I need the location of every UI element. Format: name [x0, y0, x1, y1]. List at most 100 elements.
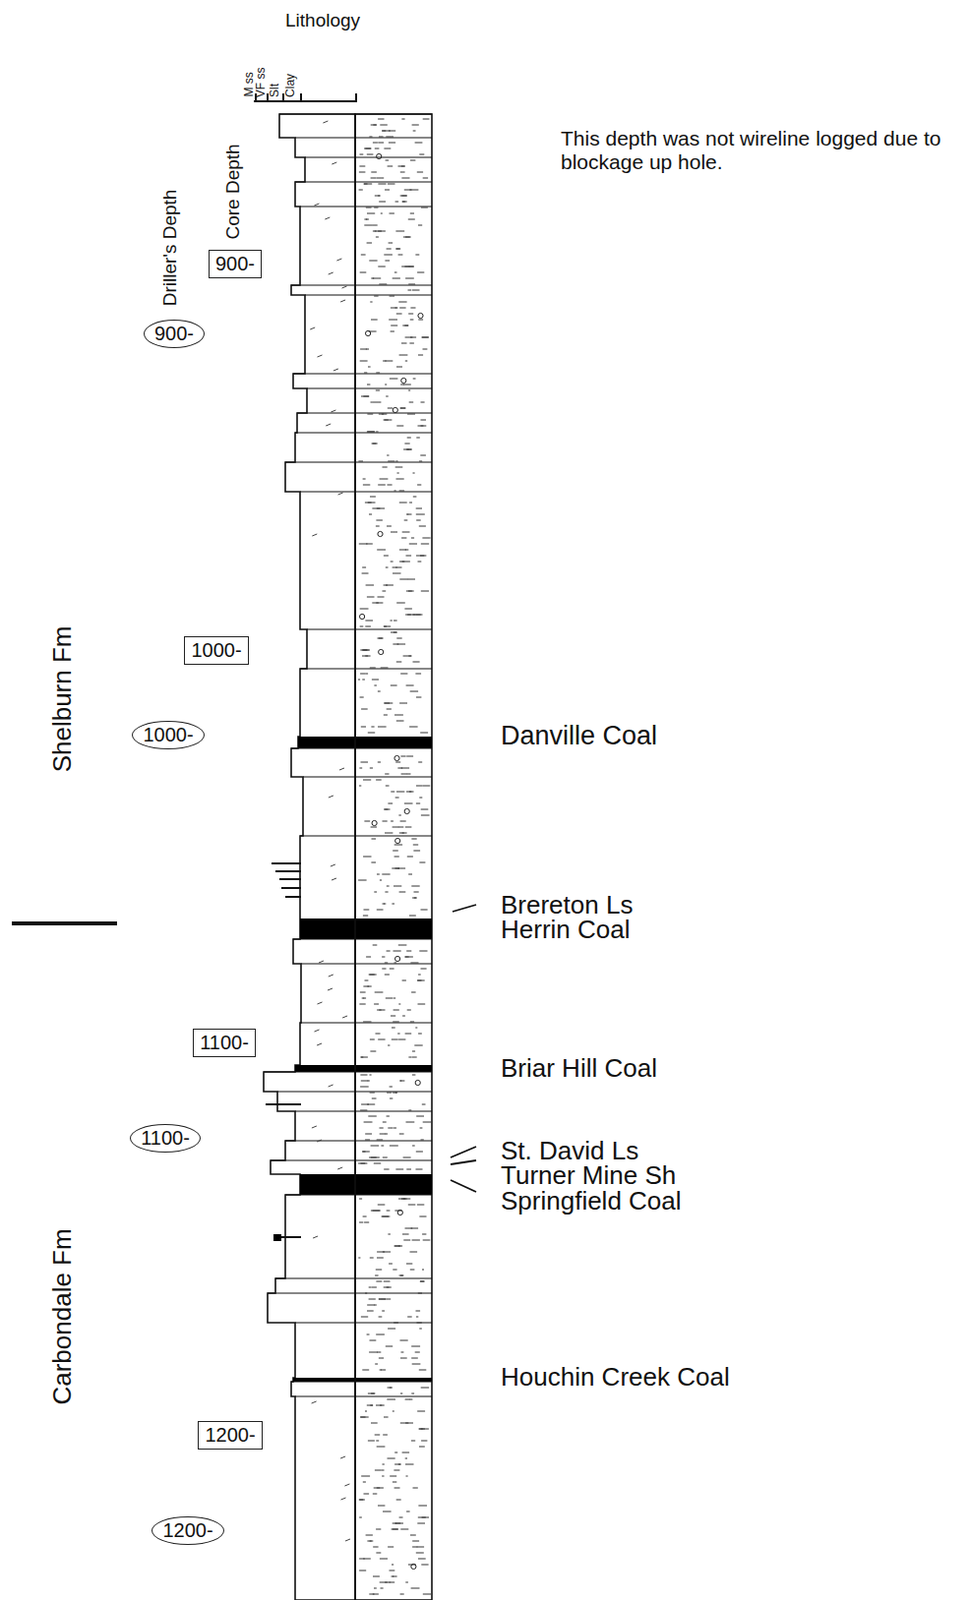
texture-dash: [395, 797, 400, 799]
depth-value: 1000-: [190, 639, 242, 663]
texture-dash: [421, 969, 427, 970]
texture-dash: [419, 1370, 427, 1372]
texture-dash: [422, 1234, 426, 1236]
texture-dash: [404, 608, 413, 610]
texture-dash: [419, 154, 424, 156]
texture-dash: [416, 1553, 424, 1555]
texture-dash: [387, 484, 393, 486]
texture-dash: [417, 1547, 425, 1549]
texture-dash: [360, 349, 367, 351]
texture-dash: [399, 502, 408, 504]
texture-dash: [370, 172, 377, 174]
leader-lines: [450, 905, 477, 1193]
texture-dash: [401, 178, 410, 180]
texture-dash: [361, 254, 366, 256]
texture-dash: [411, 1346, 421, 1348]
texture-dash: [398, 1039, 406, 1041]
texture-dash: [386, 1211, 391, 1212]
texture-dash: [363, 998, 366, 1000]
texture-dash: [382, 591, 387, 593]
texture-dash: [402, 325, 409, 327]
texture-dash: [384, 384, 387, 386]
drillers-depth-marker: 1100-: [129, 1124, 201, 1153]
core-depth-marker: 1100-: [192, 1029, 256, 1058]
texture-dash: [367, 1081, 370, 1083]
texture-dash: [398, 945, 408, 947]
texture-dash: [407, 856, 414, 858]
thin-bed: [275, 870, 302, 873]
nodule: [360, 613, 365, 619]
texture-dash: [390, 791, 395, 793]
texture-dash: [415, 254, 420, 256]
texture-dash: [389, 1087, 393, 1089]
texture-dash: [419, 1447, 425, 1449]
texture-dash: [386, 1299, 392, 1301]
texture-dash: [399, 1275, 405, 1277]
texture-dash: [396, 1500, 402, 1502]
texture-dash: [412, 1240, 421, 1242]
unit-name: Danville Coal: [500, 721, 658, 752]
texture-dash: [400, 408, 407, 410]
texture-dash: [363, 148, 371, 150]
texture-dash: [359, 172, 366, 174]
texture-dash: [423, 1240, 431, 1242]
texture-dash: [416, 1317, 419, 1319]
texture-dash: [316, 1043, 322, 1046]
texture-dash: [361, 762, 369, 764]
texture-dash: [364, 656, 370, 658]
texture-dash: [405, 1399, 411, 1401]
texture-dash: [402, 532, 411, 534]
texture-dash: [395, 1092, 398, 1094]
texture-dash: [365, 544, 373, 546]
texture-dash: [376, 549, 386, 551]
texture-dash: [408, 1110, 412, 1112]
texture-dash: [360, 1417, 366, 1419]
texture-dash: [401, 1352, 405, 1354]
texture-dash: [387, 1045, 390, 1047]
texture-dash: [377, 1039, 385, 1041]
texture-dash: [390, 307, 398, 309]
texture-dash: [363, 1482, 366, 1484]
texture-dash: [366, 213, 375, 215]
texture-dash: [418, 225, 423, 227]
texture-dash: [402, 201, 408, 203]
texture-dash: [370, 319, 378, 321]
texture-dash: [386, 1092, 392, 1094]
lithology-box: [355, 114, 432, 1600]
texture-dash: [417, 1205, 424, 1207]
texture-dash: [417, 980, 425, 982]
texture-dash: [383, 148, 391, 150]
texture-dash: [410, 160, 416, 162]
texture-dash: [392, 827, 400, 829]
texture-dash: [362, 1370, 369, 1372]
texture-dash: [377, 1205, 386, 1207]
texture-dash: [415, 1352, 421, 1354]
texture-dash: [379, 1370, 382, 1372]
texture-dash: [385, 396, 389, 398]
texture-dash: [375, 1281, 382, 1283]
formation-boundary: [11, 921, 118, 926]
texture-dash: [387, 1128, 393, 1130]
texture-dash: [392, 1411, 395, 1413]
texture-dash: [420, 1281, 425, 1283]
texture-dash: [416, 555, 424, 557]
texture-dash: [367, 1441, 375, 1443]
texture-dash: [403, 1240, 411, 1242]
texture-dash: [359, 768, 363, 770]
texture-dash: [412, 1541, 420, 1543]
texture-dash: [395, 248, 400, 250]
texture-dash: [402, 1453, 411, 1454]
texture-dash: [373, 685, 377, 687]
texture-dash: [379, 1582, 388, 1584]
texture-dash: [363, 909, 370, 911]
texture-dash: [395, 231, 405, 233]
texture-dash: [388, 1264, 393, 1266]
texture-dash: [361, 1081, 369, 1083]
texture-dash: [401, 1199, 408, 1201]
texture-dash: [364, 626, 371, 628]
texture-dash: [363, 1151, 366, 1153]
texture-dash: [396, 662, 403, 664]
texture-dash: [387, 183, 396, 185]
texture-dash: [421, 207, 428, 209]
